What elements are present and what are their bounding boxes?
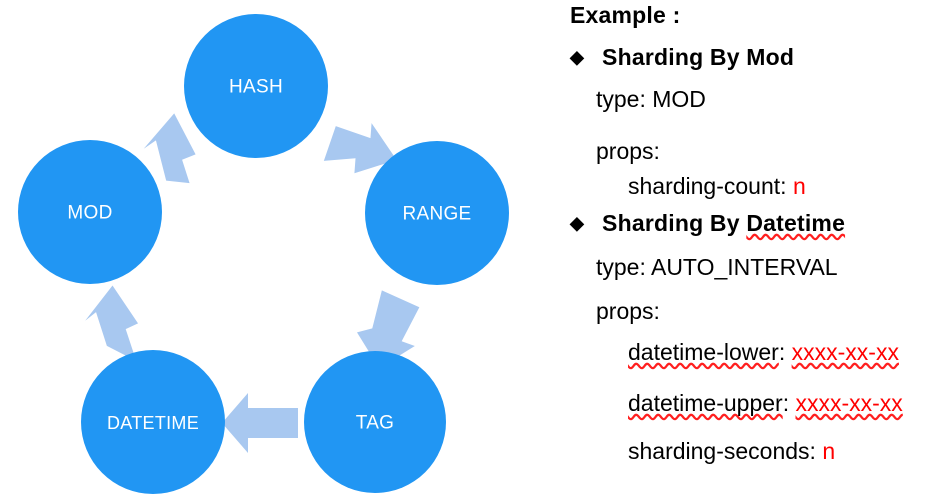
- arrow-datetime-to-mod: [85, 285, 139, 361]
- datetime-lower-separator: :: [778, 339, 792, 365]
- datetime-upper-line: datetime-upper: xxxx-xx-xx: [628, 392, 903, 415]
- datetime-lower-key: datetime-lower: [628, 339, 779, 365]
- node-tag[interactable]: TAG: [304, 351, 446, 493]
- datetime-lower-line: datetime-lower: xxxx-xx-xx: [628, 341, 899, 364]
- mod-sharding-count-line: sharding-count: n: [628, 175, 806, 198]
- datetime-lower-value: xxxx-xx-xx: [791, 339, 899, 365]
- diamond-bullet-icon-2: ◆: [570, 213, 585, 233]
- section-datetime-title-misspelled-word: Datetime: [746, 210, 846, 236]
- datetime-upper-value: xxxx-xx-xx: [795, 390, 903, 416]
- sharding-strategy-cycle-diagram: HASH RANGE TAG DATETIME MOD: [18, 14, 509, 494]
- example-heading: Example :: [570, 2, 681, 28]
- node-tag-label: TAG: [356, 413, 395, 434]
- node-range-label: RANGE: [402, 204, 471, 225]
- node-hash-label: HASH: [229, 77, 283, 98]
- arrow-hash-to-range: [323, 123, 397, 174]
- node-datetime-label: DATETIME: [107, 413, 199, 433]
- sharding-seconds-line: sharding-seconds: n: [628, 440, 835, 463]
- node-hash[interactable]: HASH: [184, 14, 328, 158]
- mod-type-line: type: MOD: [596, 86, 706, 112]
- node-mod-label: MOD: [67, 203, 112, 224]
- mod-props-line: props:: [596, 138, 660, 164]
- node-datetime[interactable]: DATETIME: [81, 350, 225, 494]
- section-heading-sharding-by-mod: ◆ Sharding By Mod: [570, 46, 794, 69]
- sharding-seconds-value: n: [822, 438, 836, 464]
- node-range[interactable]: RANGE: [365, 141, 509, 285]
- example-text-panel: Example : ◆ Sharding By Mod type: MOD pro…: [566, 0, 951, 498]
- datetime-props-line: props:: [596, 298, 660, 324]
- sharding-seconds-key: sharding-seconds:: [628, 438, 823, 464]
- arrow-mod-to-hash: [143, 113, 196, 184]
- datetime-upper-key: datetime-upper: [628, 390, 783, 416]
- datetime-upper-separator: :: [782, 390, 796, 416]
- arrow-range-to-tag: [356, 290, 420, 369]
- section-datetime-title-prefix: Sharding By: [602, 210, 747, 236]
- section-heading-sharding-by-datetime: ◆ Sharding By Datetime: [570, 212, 845, 235]
- node-mod[interactable]: MOD: [18, 140, 162, 284]
- arrow-tag-to-datetime: [222, 393, 298, 453]
- mod-sharding-count-value: n: [792, 173, 806, 199]
- diamond-bullet-icon: ◆: [570, 47, 585, 67]
- section-mod-title: Sharding By Mod: [602, 44, 795, 70]
- datetime-type-line: type: AUTO_INTERVAL: [596, 254, 838, 280]
- mod-sharding-count-key: sharding-count:: [628, 173, 793, 199]
